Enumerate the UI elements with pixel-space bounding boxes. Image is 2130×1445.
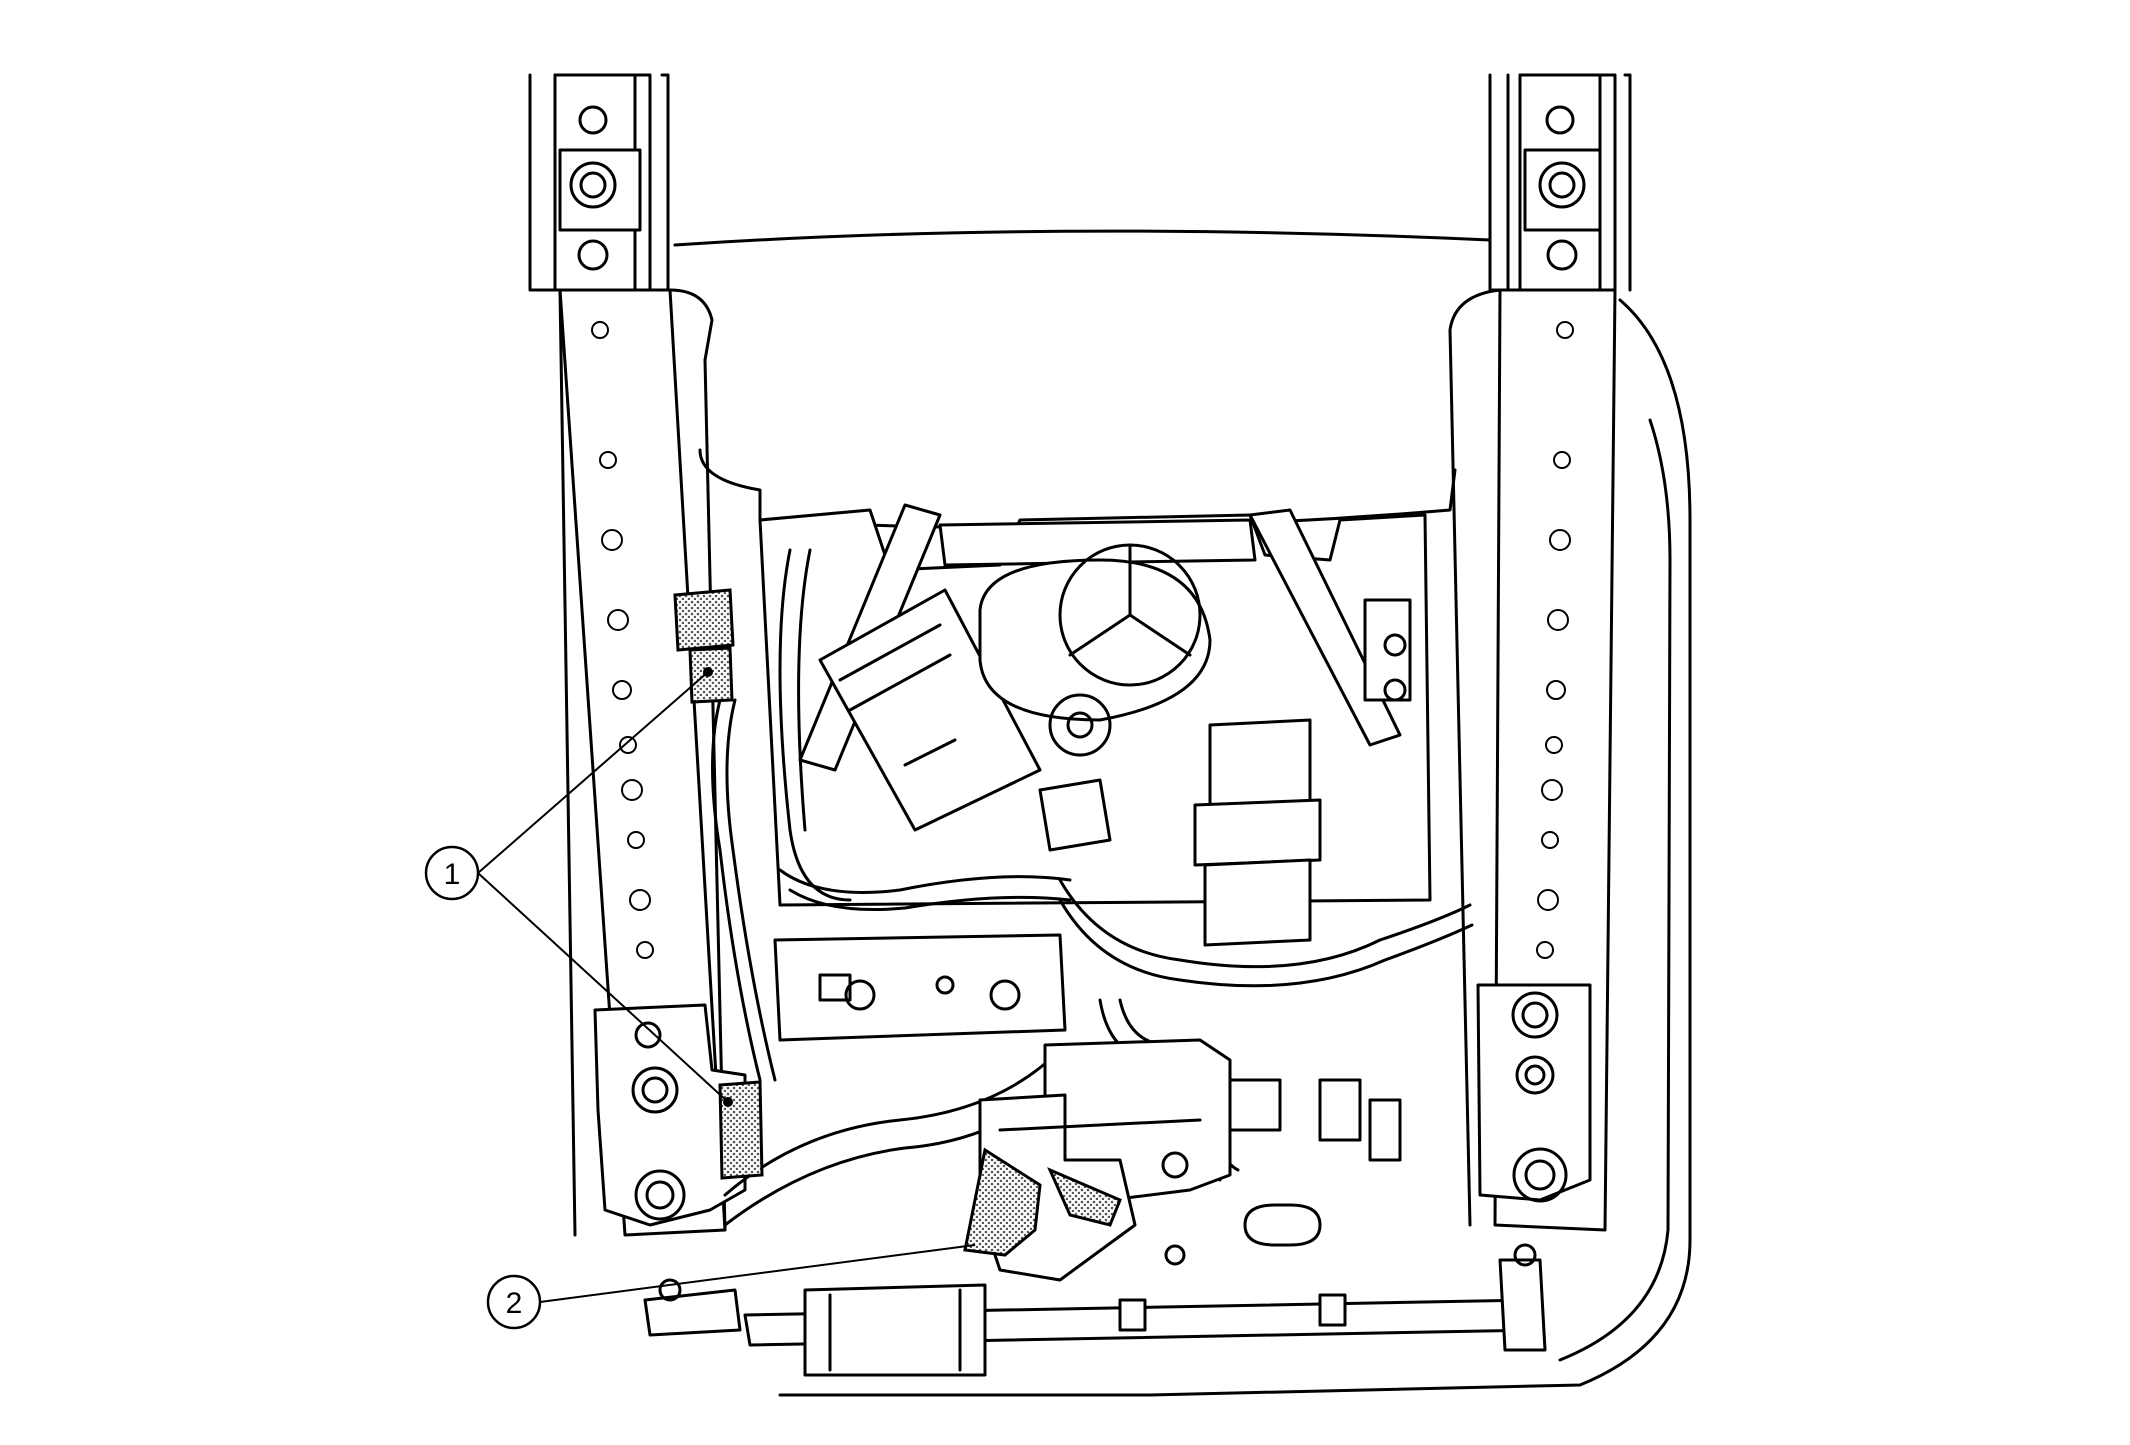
- left-rail-holes: [591, 321, 654, 959]
- seat-back-outline: [673, 229, 1692, 1397]
- callout-1: 1: [424, 671, 729, 1103]
- part-1-connectors: [673, 588, 764, 1180]
- left-seat-rail: [528, 73, 747, 1237]
- front-crossbar: [643, 1243, 1547, 1377]
- right-seat-rail: [1448, 73, 1632, 1232]
- seat-mechanism: [758, 503, 1432, 947]
- right-rail-holes: [1536, 321, 1574, 959]
- lower-frame: [773, 933, 1402, 1282]
- callout-1-label: 1: [444, 858, 461, 891]
- callout-2: 2: [486, 1244, 976, 1330]
- callout-2-label: 2: [506, 1287, 523, 1320]
